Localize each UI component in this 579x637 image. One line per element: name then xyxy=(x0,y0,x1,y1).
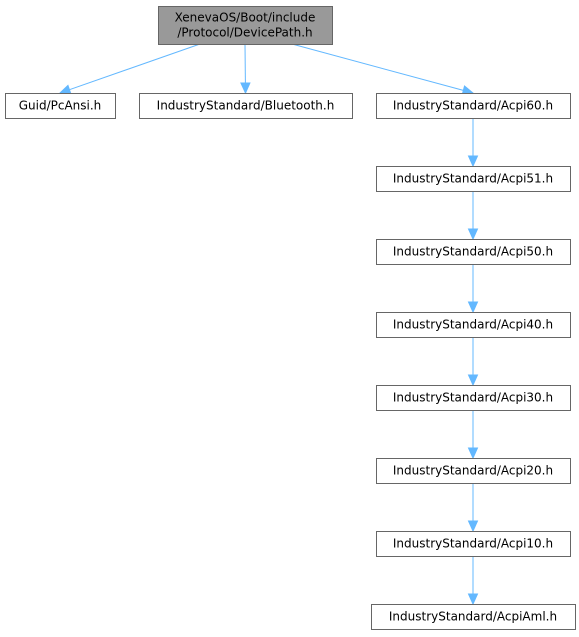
node-label: /Protocol/DevicePath.h xyxy=(177,26,312,40)
node-box[interactable] xyxy=(376,239,571,265)
node-acpi50[interactable]: IndustryStandard/Acpi50.h xyxy=(376,239,571,265)
arrowhead-icon xyxy=(58,84,72,95)
arrowhead-icon xyxy=(467,520,479,533)
node-box[interactable] xyxy=(158,6,333,45)
edge-acpi50-to-acpi40 xyxy=(467,264,479,314)
node-acpiaml[interactable]: IndustryStandard/AcpiAml.h xyxy=(371,604,576,630)
node-box[interactable] xyxy=(5,93,116,119)
node-label: IndustryStandard/Acpi20.h xyxy=(393,464,553,478)
arrowhead-icon xyxy=(467,155,479,168)
node-label: IndustryStandard/Acpi10.h xyxy=(393,537,553,551)
node-acpi51[interactable]: IndustryStandard/Acpi51.h xyxy=(376,166,571,192)
node-label: XenevaOS/Boot/include xyxy=(175,11,316,25)
node-pcansi[interactable]: Guid/PcAnsi.h xyxy=(5,93,116,119)
node-acpi60[interactable]: IndustryStandard/Acpi60.h xyxy=(376,93,571,119)
edge-root-to-acpi60 xyxy=(291,43,475,96)
arrowhead-icon xyxy=(467,301,479,314)
arrowhead-icon xyxy=(240,82,251,95)
node-acpi30[interactable]: IndustryStandard/Acpi30.h xyxy=(376,385,571,411)
node-box[interactable] xyxy=(376,93,571,119)
node-box[interactable] xyxy=(376,531,571,557)
edge-acpi40-to-acpi30 xyxy=(467,337,479,387)
arrowhead-icon xyxy=(467,593,479,606)
node-box[interactable] xyxy=(376,385,571,411)
edge-acpi30-to-acpi20 xyxy=(467,410,479,460)
node-bluetooth[interactable]: IndustryStandard/Bluetooth.h xyxy=(139,93,353,119)
node-root[interactable]: XenevaOS/Boot/include/Protocol/DevicePat… xyxy=(158,6,333,45)
edge-root-to-bluetooth xyxy=(240,43,251,95)
node-label: IndustryStandard/Acpi60.h xyxy=(393,99,553,113)
node-label: IndustryStandard/Acpi30.h xyxy=(393,391,553,405)
nodes-layer: XenevaOS/Boot/include/Protocol/DevicePat… xyxy=(5,6,576,630)
node-label: IndustryStandard/AcpiAml.h xyxy=(389,610,557,624)
edge-acpi20-to-acpi10 xyxy=(467,483,479,533)
node-acpi10[interactable]: IndustryStandard/Acpi10.h xyxy=(376,531,571,557)
edges-layer xyxy=(58,43,479,606)
node-box[interactable] xyxy=(376,166,571,192)
edge-acpi51-to-acpi50 xyxy=(467,191,479,241)
node-label: Guid/PcAnsi.h xyxy=(19,99,102,113)
node-acpi20[interactable]: IndustryStandard/Acpi20.h xyxy=(376,458,571,484)
arrowhead-icon xyxy=(467,374,479,387)
node-label: IndustryStandard/Bluetooth.h xyxy=(157,99,335,113)
edge-root-to-pcansi xyxy=(58,43,201,95)
edge-line xyxy=(69,43,201,91)
node-box[interactable] xyxy=(139,93,353,119)
node-label: IndustryStandard/Acpi50.h xyxy=(393,245,553,259)
arrowhead-icon xyxy=(467,447,479,460)
edge-acpi60-to-acpi51 xyxy=(467,118,479,168)
edge-line xyxy=(291,43,464,91)
node-acpi40[interactable]: IndustryStandard/Acpi40.h xyxy=(376,312,571,338)
node-box[interactable] xyxy=(376,312,571,338)
edge-acpi10-to-acpiaml xyxy=(467,556,479,606)
node-box[interactable] xyxy=(371,604,576,630)
arrowhead-icon xyxy=(467,228,479,241)
node-box[interactable] xyxy=(376,458,571,484)
node-label: IndustryStandard/Acpi40.h xyxy=(393,318,553,332)
node-label: IndustryStandard/Acpi51.h xyxy=(393,172,553,186)
